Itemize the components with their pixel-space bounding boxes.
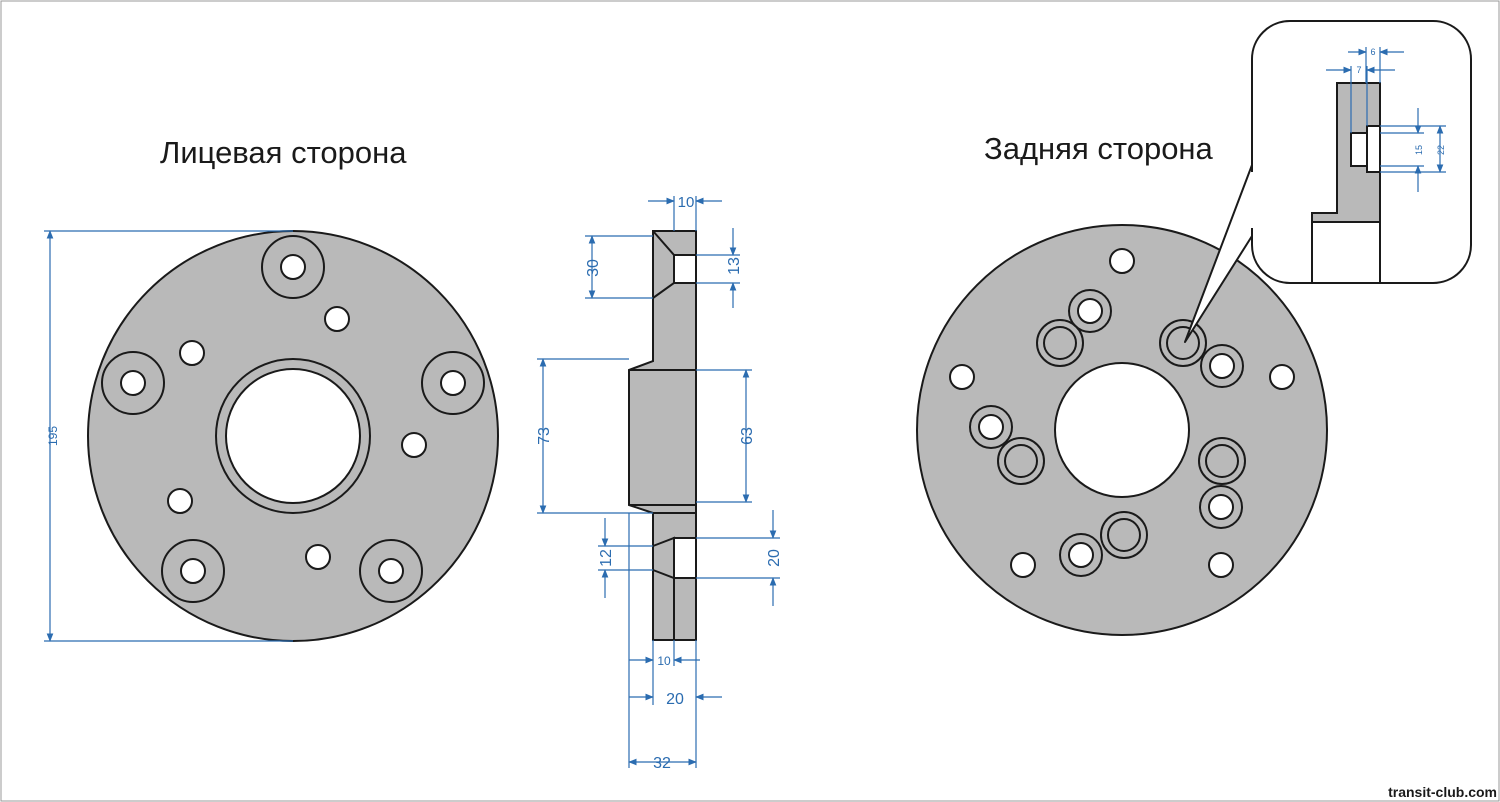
back-recessed-seat: [1159, 319, 1207, 367]
back-counterbore-hole: [1059, 533, 1103, 577]
front-plain-hole: [167, 488, 193, 514]
front-plain-hole: [401, 432, 427, 458]
front-counterbore-hole: [101, 351, 165, 415]
front-plain-hole: [179, 340, 205, 366]
dim-bottom-mid: 20: [666, 691, 684, 708]
back-plain-hole: [1208, 552, 1234, 578]
dim-bottom-inner: 10: [657, 654, 671, 668]
upper-slot: [673, 254, 697, 284]
dim-outer-diameter: 195: [46, 426, 60, 446]
dim-detail-recess: 22: [1436, 145, 1446, 155]
dim-detail-mid: 7: [1356, 65, 1361, 75]
front-plain-hole: [324, 306, 350, 332]
front-view: 195: [44, 230, 499, 642]
detail-callout: 6 7 15 22: [1184, 20, 1472, 343]
back-recessed-seat: [1100, 511, 1148, 559]
dim-detail-top: 6: [1370, 47, 1375, 57]
front-center-bore: [225, 368, 361, 504]
front-counterbore-hole: [261, 235, 325, 299]
back-plain-hole: [1109, 248, 1135, 274]
back-counterbore-hole: [1068, 289, 1112, 333]
dim-top-width: 10: [678, 194, 695, 211]
front-counterbore-hole: [161, 539, 225, 603]
front-plain-hole: [305, 544, 331, 570]
back-plain-hole: [949, 364, 975, 390]
front-hub-ring: [215, 358, 371, 514]
back-center-bore: [1054, 362, 1190, 498]
dim-hub-outer: 73: [536, 427, 553, 445]
back-counterbore-hole: [1199, 485, 1243, 529]
dim-hub-inner: 63: [739, 427, 756, 445]
back-counterbore-hole: [1200, 344, 1244, 388]
back-recessed-seat: [1198, 437, 1246, 485]
dim-lower-slot: 12: [598, 549, 615, 567]
back-plain-hole: [1269, 364, 1295, 390]
back-recessed-seat: [997, 437, 1045, 485]
lower-slot: [673, 537, 697, 579]
front-counterbore-hole: [421, 351, 485, 415]
back-counterbore-hole: [969, 405, 1013, 449]
watermark: transit-club.com: [1388, 784, 1497, 800]
back-side-title: Задняя сторона: [984, 131, 1214, 166]
back-recessed-seat: [1036, 319, 1084, 367]
back-plain-hole: [1010, 552, 1036, 578]
back-view: [916, 224, 1328, 636]
section-view: 10 30 13 73 63 12 20: [536, 194, 783, 772]
dim-bottom-total: 32: [653, 755, 671, 772]
front-counterbore-hole: [359, 539, 423, 603]
dim-detail-slot: 15: [1414, 145, 1424, 155]
dim-top-slot: 13: [726, 257, 743, 275]
dim-top-recess: 30: [585, 259, 602, 277]
dim-lower-recess: 20: [766, 549, 783, 567]
front-side-title: Лицевая сторона: [160, 135, 407, 170]
